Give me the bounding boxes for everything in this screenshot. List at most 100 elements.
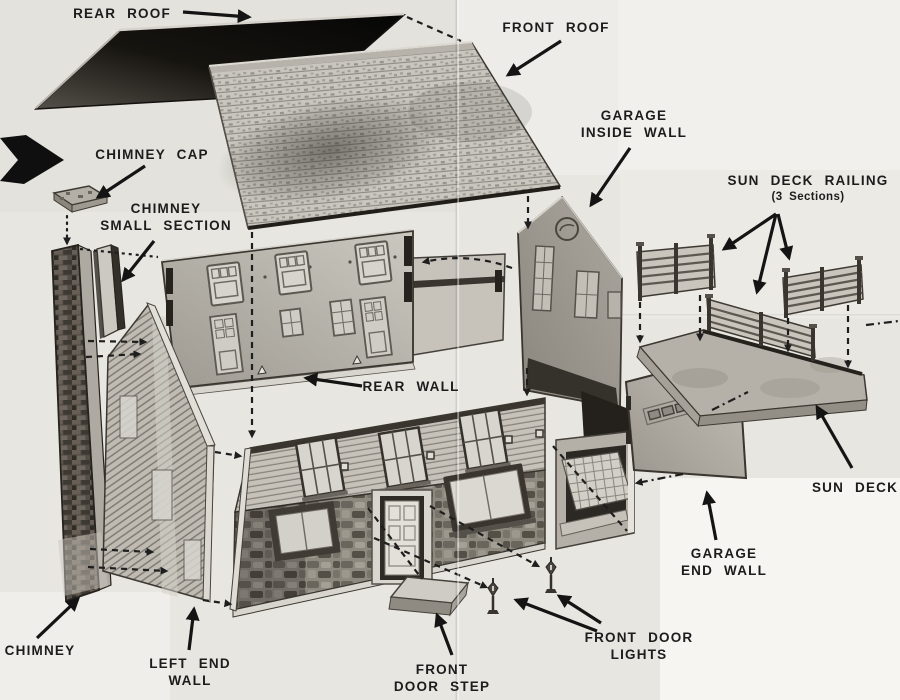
arrow-left-end-wall (185, 606, 200, 651)
label-line: SUN DECK (811, 480, 899, 495)
label-line: REAR ROOF (73, 6, 171, 21)
label-line: SUN DECK RAILING (727, 173, 889, 188)
label-line: DOOR STEP (393, 679, 491, 694)
window (607, 291, 622, 319)
paper-patch (618, 0, 900, 170)
chimney-small-section-edge (93, 249, 104, 339)
front-door-step-part (388, 576, 470, 617)
label-line: SMALL SECTION (100, 218, 232, 233)
chimney-cap-side (71, 196, 108, 213)
slot (626, 396, 631, 410)
label-front-door-lights: FRONT DOOR LIGHTS (585, 629, 694, 663)
corner-trim (229, 447, 252, 612)
arrow-garage-end-wall (702, 490, 718, 541)
rear-wall-top-edge (161, 228, 414, 262)
deck-rear-rail-base (702, 329, 863, 376)
gable-edge-highlight (561, 196, 623, 279)
label-line: CHIMNEY CAP (95, 147, 209, 162)
chimney-part (51, 243, 112, 603)
arrow-sun-deck (815, 404, 854, 469)
label-front-roof: FRONT ROOF (502, 19, 609, 36)
dashed-connector (421, 256, 513, 270)
gable-fascia (146, 302, 216, 447)
chimney-front (51, 243, 100, 603)
notch (257, 364, 267, 375)
wall-edge-trim (202, 445, 215, 603)
label-line: REAR WALL (362, 379, 460, 394)
label-line: FRONT (415, 662, 469, 677)
corner-trim (152, 314, 178, 597)
dashed-connector (406, 15, 462, 43)
window (457, 407, 511, 474)
label-front-door-step: FRONT DOOR STEP (394, 661, 490, 695)
garage-inside-wall-part (517, 195, 623, 410)
lamp-base (487, 610, 499, 614)
window (377, 425, 431, 492)
picture-window (443, 463, 537, 538)
window (206, 261, 245, 307)
front-roof-shading (408, 82, 532, 142)
arrow-rear-roof (182, 9, 252, 24)
label-chimney-small-section: CHIMNEY SMALL SECTION (100, 200, 232, 234)
label-line: CHIMNEY (4, 643, 76, 658)
label-garage-inside-wall: GARAGE INSIDE WALL (581, 107, 687, 141)
chimney-cap-part (52, 185, 109, 213)
arrow-front-door-lights (556, 594, 602, 625)
chimney-small-section-side (110, 244, 126, 331)
slot (626, 430, 631, 444)
deck-shading (672, 368, 728, 388)
dashed-connector (214, 450, 243, 460)
label-garage-end-wall: GARAGE END WALL (681, 545, 767, 579)
arrow-front-door-step (434, 612, 454, 656)
left-end-wall-part (102, 302, 216, 603)
front-roof-ridge-band (209, 43, 475, 73)
label-arrows (35, 9, 854, 656)
window (294, 435, 348, 502)
paper-patch (660, 478, 900, 700)
lamp-base (545, 589, 557, 593)
post-cap (636, 242, 644, 246)
molded-circle-stamp (555, 217, 579, 241)
garage-inside-wall-shadow (526, 358, 618, 406)
molded-circle-stamp (559, 224, 575, 232)
label-line: CHIMNEY (130, 201, 202, 216)
rear-wall-part (161, 228, 506, 397)
window (274, 250, 313, 296)
arrow-chimney (35, 597, 81, 640)
paper-patch (0, 592, 170, 700)
label-line: FRONT DOOR (584, 630, 694, 645)
post-cap (855, 256, 863, 260)
rear-roof-ridge-highlight (118, 12, 405, 32)
front-roof-eave-edge (247, 185, 561, 230)
chimney-small-section-part (93, 244, 126, 339)
sun-deck-part (636, 329, 868, 428)
window (328, 298, 356, 337)
post-cap (705, 294, 713, 298)
front-roof-shading (217, 95, 443, 205)
deck-shading (760, 378, 820, 398)
dashed-connector (87, 565, 169, 575)
label-chimney: CHIMNEY (5, 642, 76, 659)
front-roof-left-edge (208, 66, 249, 229)
front-door-light (545, 557, 557, 593)
window (268, 500, 341, 562)
light-fixture (504, 435, 513, 444)
front-door-light (487, 578, 499, 614)
arrow-front-roof (505, 39, 562, 77)
garage-front-section (555, 430, 635, 550)
label-line: GARAGE (600, 108, 668, 123)
slot (166, 300, 173, 326)
dashed-connector (202, 598, 233, 608)
label-line: GARAGE (690, 546, 758, 561)
label-line: WALL (168, 673, 212, 688)
nail-hole (393, 255, 397, 259)
nail-hole (348, 260, 352, 264)
notch (352, 354, 362, 365)
light-fixture (535, 429, 544, 438)
label-rear-roof: REAR ROOF (73, 5, 171, 22)
label-chimney-cap: CHIMNEY CAP (95, 146, 208, 163)
nail-hole (263, 275, 267, 279)
